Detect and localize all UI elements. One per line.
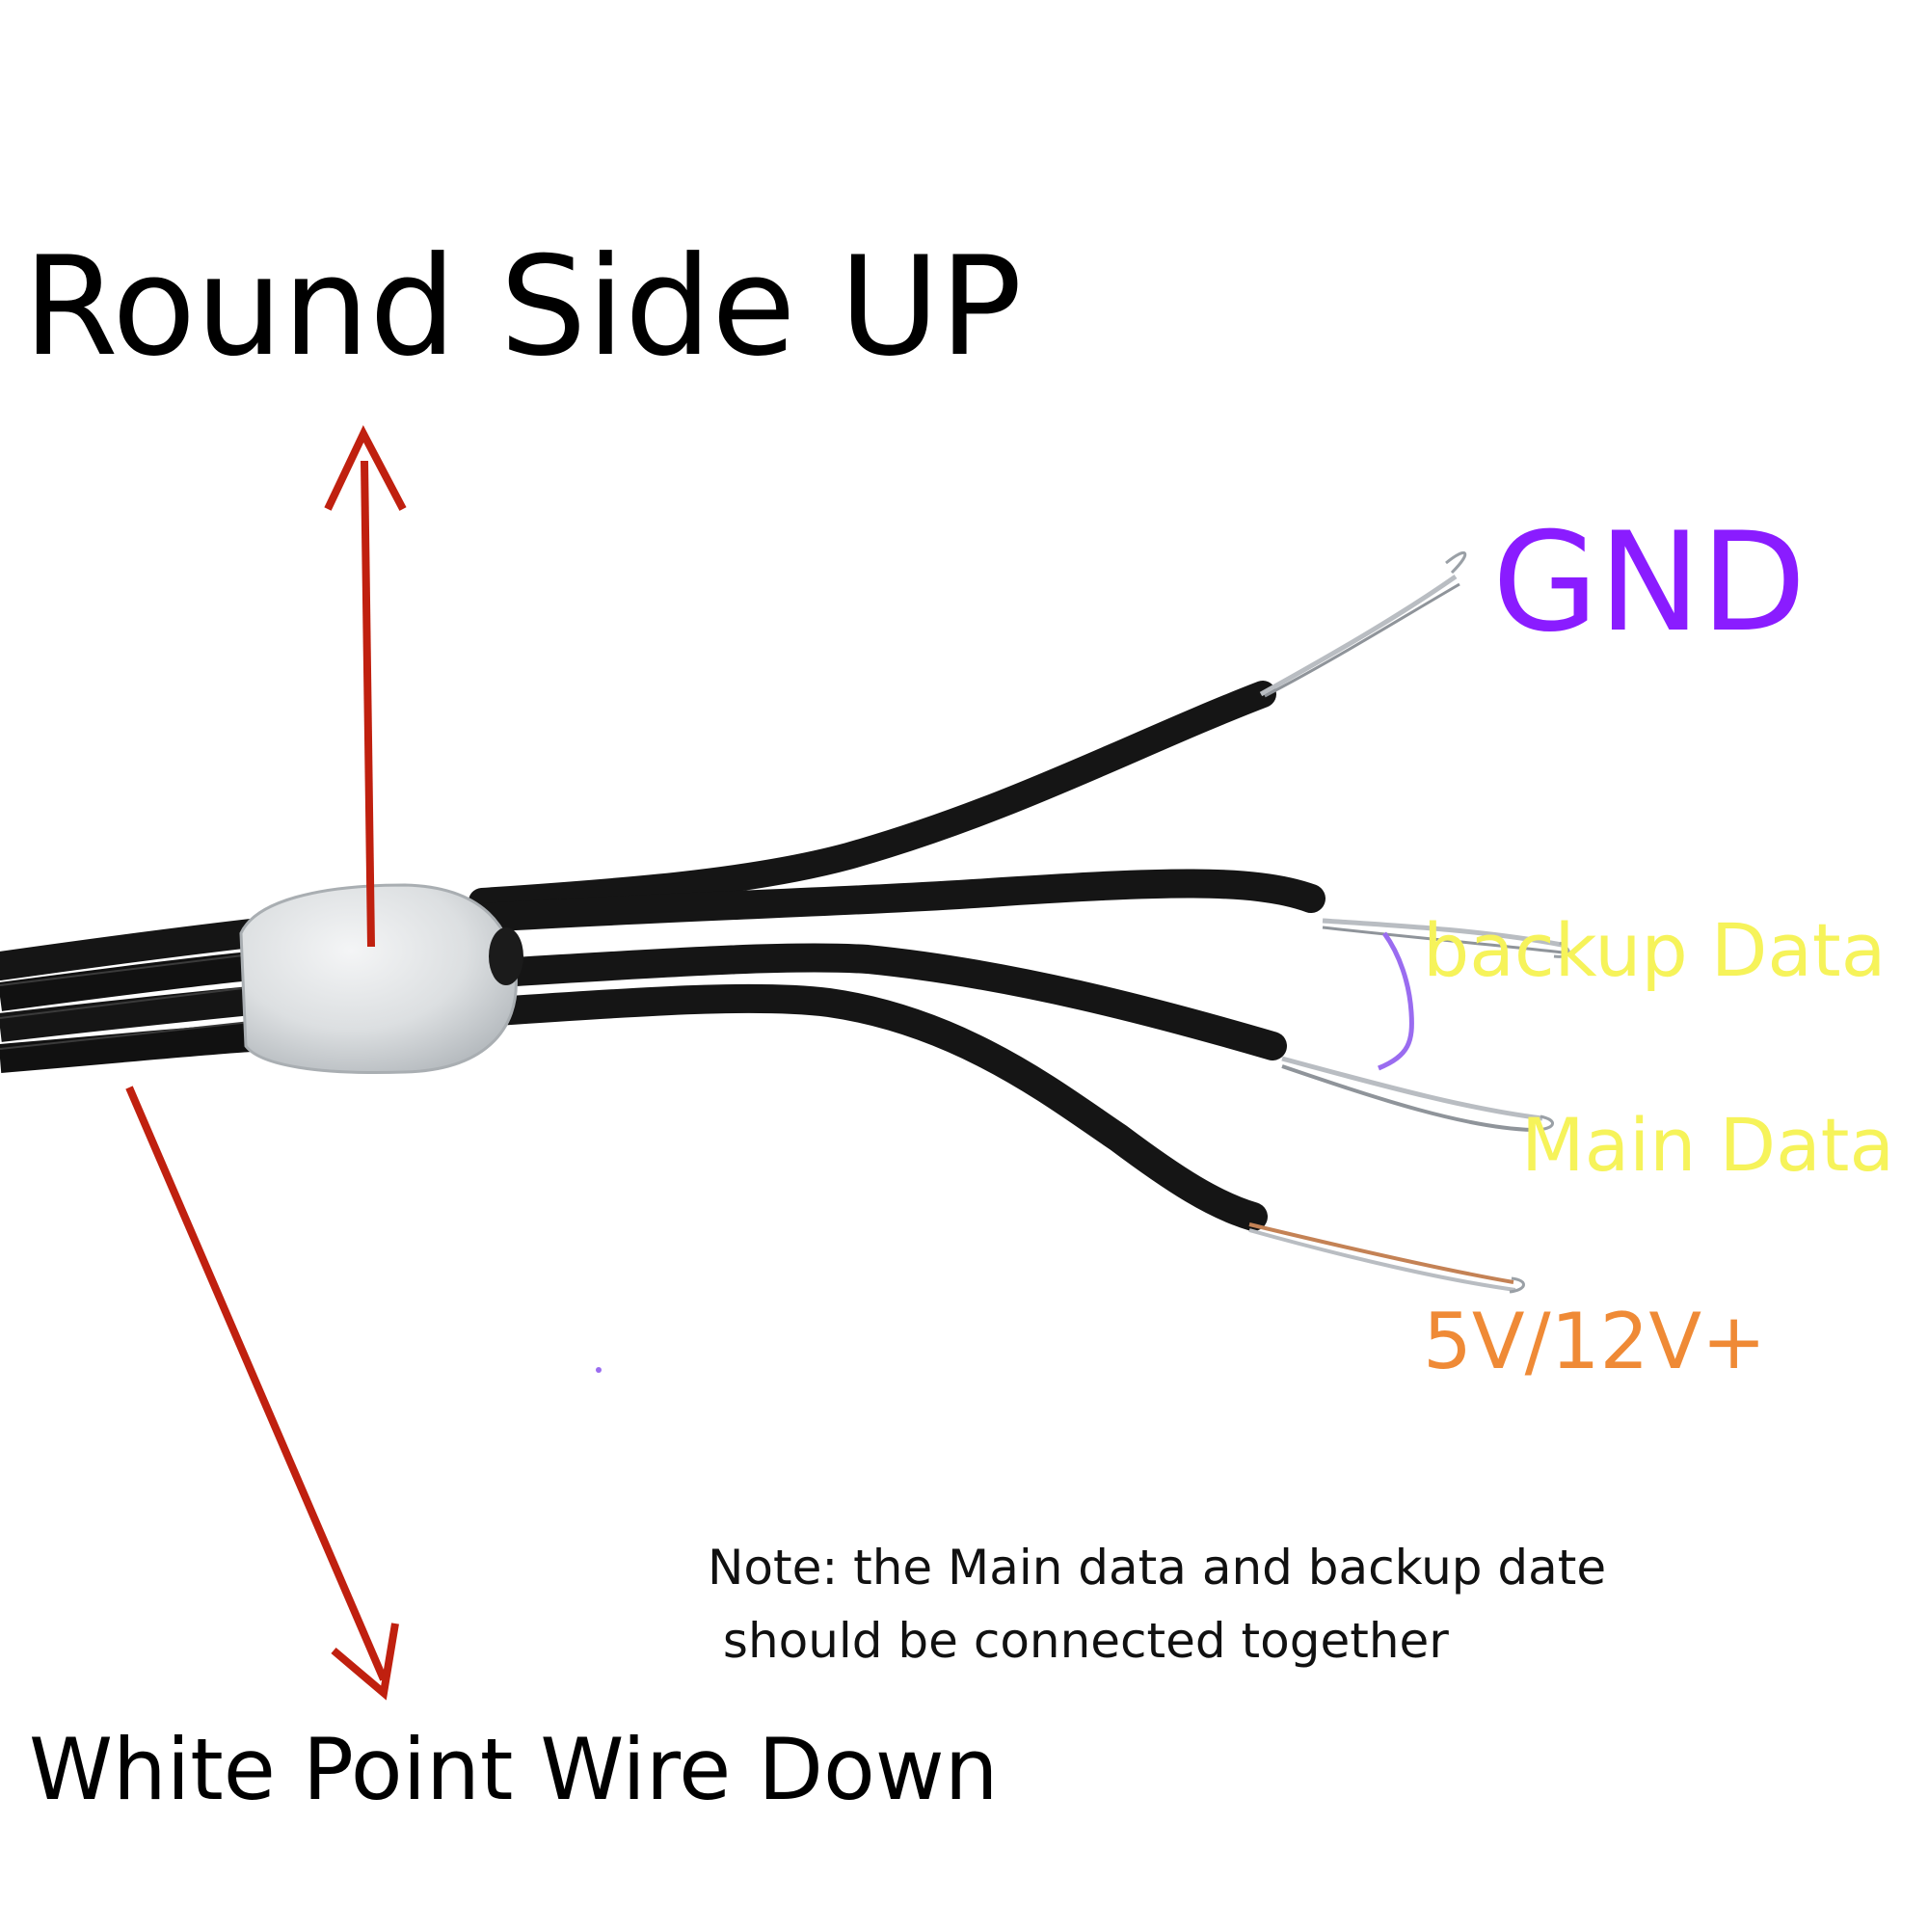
power-label: 5V/12V+ [1423,1297,1767,1386]
round-side-up-label: Round Side UP [23,228,1023,387]
stray-dot [596,1367,602,1373]
connection-note: Note: the Main data and backup date shou… [708,1540,1607,1669]
wire-power [468,983,1525,1294]
main-data-label: Main Data [1521,1102,1895,1188]
cable-bundle [0,919,265,1094]
gnd-label: GND [1492,503,1807,662]
splice-sleeve [239,883,523,1074]
wire-gnd [469,551,1467,915]
wire-backup-data [468,869,1570,958]
red-arrow-down-icon [125,1086,399,1701]
data-jumper-line [1378,931,1414,1071]
white-point-down-label: White Point Wire Down [29,1720,999,1819]
wire-main-data [468,943,1554,1132]
red-arrow-up-icon [324,425,407,948]
backup-data-label: backup Data [1423,907,1887,993]
